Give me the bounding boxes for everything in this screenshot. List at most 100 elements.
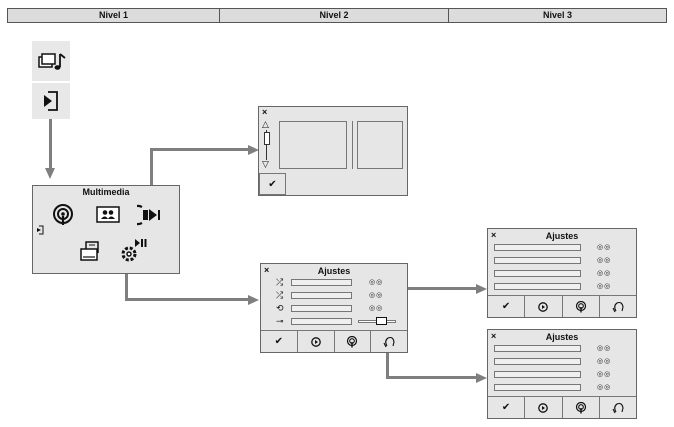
setting-bar[interactable]: [494, 371, 581, 378]
radio-tab[interactable]: [563, 296, 600, 317]
scroll-down-icon[interactable]: ▽: [262, 159, 269, 169]
scrollbar-thumb[interactable]: [264, 132, 270, 145]
content-area-left: [279, 121, 347, 169]
shuffle-icon: ⤮: [276, 290, 284, 300]
column-header-level-3: Nivel 3: [448, 8, 667, 23]
confirm-button[interactable]: ✔: [261, 331, 298, 352]
multimedia-panel: Multimedia: [32, 185, 180, 274]
setting-bar[interactable]: [291, 305, 352, 312]
connector-line: [49, 119, 52, 169]
repeat-icon: ⟲: [276, 303, 284, 313]
arrowhead-down: [45, 168, 55, 179]
check-icon: ✔: [268, 178, 277, 190]
media-tab[interactable]: [525, 296, 563, 317]
connector-line: [150, 148, 248, 151]
radio-icon: [347, 335, 358, 347]
connector-line: [125, 298, 248, 301]
option-dots[interactable]: ◎◎: [597, 384, 612, 391]
divider: [352, 121, 353, 169]
option-dots[interactable]: ◎◎: [597, 371, 612, 378]
balance-icon: ⊸: [276, 316, 284, 326]
column-header-level-2: Nivel 2: [219, 8, 449, 23]
confirm-button[interactable]: ✔: [488, 397, 526, 418]
setting-bar[interactable]: [494, 283, 581, 290]
option-dots[interactable]: ◎◎: [369, 279, 384, 286]
headphone-tab[interactable]: [600, 296, 636, 317]
media-tab[interactable]: [298, 331, 335, 352]
settings-level3-panel-top: × Ajustes ◎◎ ◎◎ ◎◎ ◎◎ ✔: [487, 228, 637, 318]
sd-card-icon[interactable]: [78, 239, 102, 263]
connector-line: [125, 258, 128, 300]
settings-title: Ajustes: [545, 231, 579, 241]
settings-play-icon[interactable]: [119, 236, 149, 264]
setting-bar[interactable]: [494, 257, 581, 264]
setting-bar[interactable]: [291, 279, 352, 286]
option-dots[interactable]: ◎◎: [597, 257, 612, 264]
close-icon[interactable]: ×: [262, 107, 268, 117]
option-dots[interactable]: ◎◎: [369, 292, 384, 299]
column-header-label: Nivel 3: [542, 10, 573, 20]
arrowhead-right: [476, 373, 487, 383]
option-dots[interactable]: ◎◎: [369, 305, 384, 312]
contacts-icon[interactable]: [96, 206, 120, 224]
headphone-tab[interactable]: [600, 397, 636, 418]
settings-panel: × Ajustes ⤮ ◎◎ ⤮ ◎◎ ⟲ ◎◎ ⊸ ✔: [260, 263, 408, 353]
confirm-button[interactable]: ✔: [259, 173, 286, 195]
screen-note-tile[interactable]: [32, 41, 70, 81]
source-enter-tile[interactable]: [32, 83, 70, 119]
setting-bar[interactable]: [291, 318, 352, 325]
headphone-icon: [383, 336, 395, 347]
settings-footer: ✔: [488, 295, 636, 317]
column-header-label: Nivel 2: [319, 10, 349, 20]
setting-bar[interactable]: [494, 270, 581, 277]
check-icon: ✔: [501, 401, 511, 413]
arrowhead-right: [248, 295, 259, 305]
radio-tab[interactable]: [335, 331, 372, 352]
radio-icon: [575, 401, 586, 413]
arrowhead-right: [476, 284, 487, 294]
multimedia-title: Multimedia: [82, 187, 130, 197]
media-tab[interactable]: [525, 397, 563, 418]
setting-bar[interactable]: [291, 292, 352, 299]
source-enter-icon: [44, 91, 58, 111]
media-play-icon[interactable]: [137, 203, 165, 227]
column-header-level-1: Nivel 1: [7, 8, 220, 23]
close-icon[interactable]: ×: [264, 265, 270, 275]
content-area-right: [357, 121, 403, 169]
settings-footer: ✔: [261, 330, 407, 352]
close-icon[interactable]: ×: [491, 331, 497, 341]
screen-note-icon: [38, 53, 66, 70]
setting-bar[interactable]: [494, 244, 581, 251]
settings-title: Ajustes: [545, 332, 579, 342]
settings-level3-panel-bottom: × Ajustes ◎◎ ◎◎ ◎◎ ◎◎ ✔: [487, 329, 637, 419]
settings-title: Ajustes: [317, 266, 351, 276]
setting-bar[interactable]: [494, 358, 581, 365]
radio-tab[interactable]: [563, 397, 600, 418]
option-dots[interactable]: ◎◎: [597, 283, 612, 290]
connector-line: [386, 376, 477, 379]
setting-bar[interactable]: [494, 384, 581, 391]
option-dots[interactable]: ◎◎: [597, 358, 612, 365]
option-dots[interactable]: ◎◎: [597, 244, 612, 251]
setting-bar[interactable]: [494, 345, 581, 352]
settings-footer: ✔: [488, 396, 636, 418]
scroll-up-icon[interactable]: △: [262, 119, 269, 129]
radio-icon[interactable]: [51, 203, 75, 227]
radio-icon: [575, 300, 586, 312]
headphone-tab[interactable]: [371, 331, 407, 352]
connector-line: [343, 287, 477, 290]
option-dots[interactable]: ◎◎: [597, 345, 612, 352]
option-dots[interactable]: ◎◎: [597, 270, 612, 277]
shuffle-icon: ⤮: [276, 277, 284, 287]
source-enter-small-icon[interactable]: [35, 224, 45, 236]
media-play-icon: [538, 402, 549, 413]
scrollbar-track[interactable]: [266, 130, 267, 160]
connector-line: [150, 148, 153, 196]
headphone-icon: [612, 301, 624, 312]
slider-handle[interactable]: [376, 317, 387, 325]
media-play-icon: [310, 336, 321, 347]
confirm-button[interactable]: ✔: [488, 296, 526, 317]
close-icon[interactable]: ×: [491, 230, 497, 240]
check-icon: ✔: [274, 335, 284, 347]
column-header-label: Nivel 1: [98, 10, 129, 20]
